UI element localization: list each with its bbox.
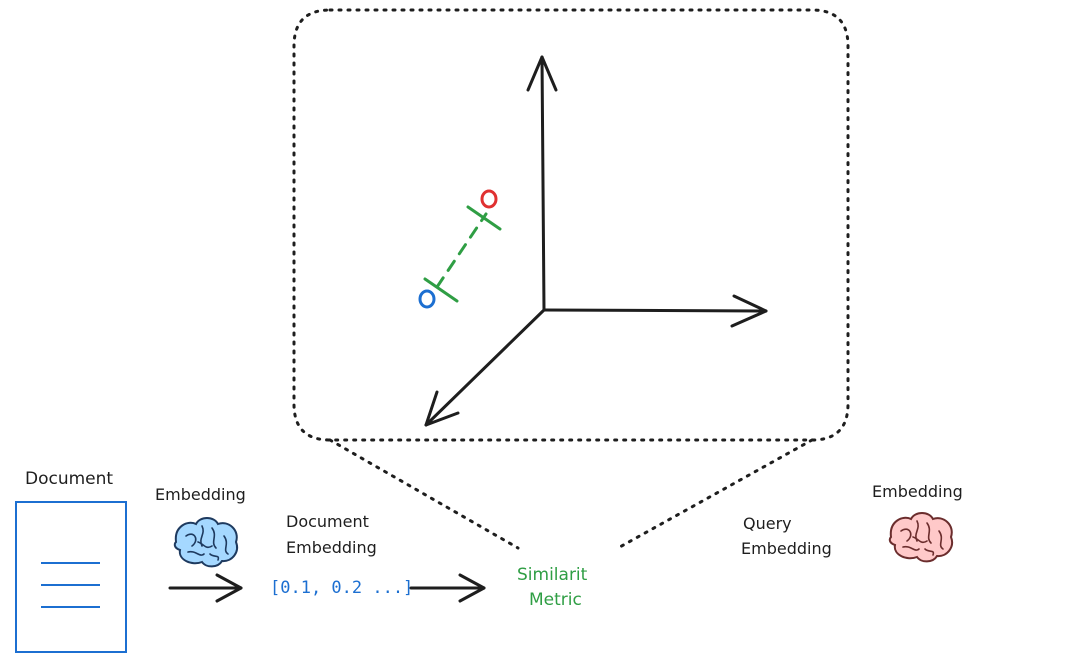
query-vector-point [480,189,498,209]
document-embedding-label-line1: Document [286,512,369,531]
similarity-metric-label-line2: Metric [529,590,582,610]
arrow-embedding-to-similarity [409,573,486,603]
similarity-metric-label-line1: Similarit [517,565,588,585]
document-vector-point [418,289,436,309]
z-axis-arrowhead [424,390,460,427]
y-axis-arrowhead [526,55,558,92]
x-axis-arrowhead [730,294,768,328]
embedding-model-label-right: Embedding [872,482,963,501]
document-label: Document [25,469,113,489]
brain-icon [888,512,953,563]
distance-tick-bottom [423,277,459,303]
embedding-model-label-left: Embedding [155,485,246,504]
zoom-line-left [328,438,520,550]
query-embedding-label-line2: Embedding [741,539,832,558]
x-axis [542,308,768,313]
zoom-line-right [616,438,814,550]
query-embedding-label-line1: Query [743,514,792,533]
document-vector-values: [0.1, 0.2 ...] [270,578,413,598]
distance-tick-top [466,205,502,231]
zoom-box [292,8,850,442]
brain-icon [173,517,238,568]
z-axis [424,308,546,427]
document-embedding-label-line2: Embedding [286,538,377,557]
embedding-points [418,189,502,309]
similarity-distance-line [435,212,488,289]
document-icon [15,501,127,653]
y-axis [540,55,546,312]
axes-3d [424,55,768,427]
arrow-document-to-embedding [168,573,243,603]
